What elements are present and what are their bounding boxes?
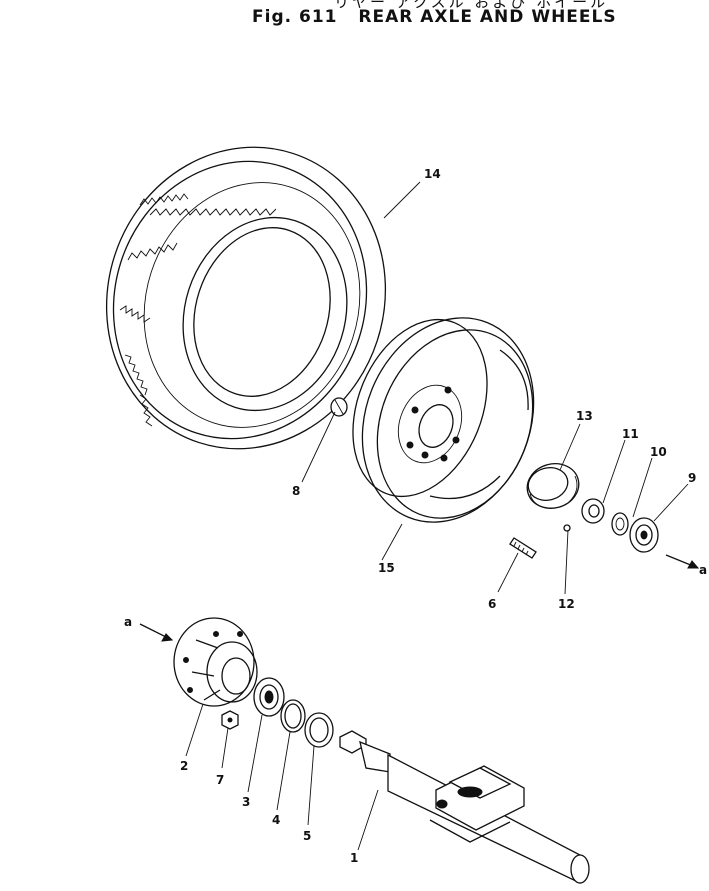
- hub-nut-part: [221, 710, 239, 730]
- fig-number: Fig. 611: [252, 7, 338, 27]
- fig-title-text: REAR AXLE AND WHEELS: [358, 7, 617, 27]
- seal-washer-part: [280, 699, 306, 733]
- japanese-title: リヤー アクスル および ホイール: [334, 0, 609, 11]
- stud-bolt-part: [509, 537, 537, 559]
- oil-seal-part: [304, 712, 334, 748]
- callout-13: 13: [576, 409, 593, 423]
- callout-3: 3: [242, 795, 250, 809]
- callout-11: 11: [622, 427, 639, 441]
- callout-12: 12: [558, 597, 575, 611]
- bearing-cup-part: [526, 463, 580, 509]
- tire-drawing: [105, 146, 387, 450]
- callout-9: 9: [688, 471, 696, 485]
- callout-7: 7: [216, 773, 224, 787]
- castle-nut-part: [581, 498, 605, 524]
- callout-14: 14: [424, 167, 441, 181]
- callout-5: 5: [303, 829, 311, 843]
- callout-8: 8: [292, 484, 300, 498]
- callout-4: 4: [272, 813, 280, 827]
- callout-2: 2: [180, 759, 188, 773]
- cotter-pin-part: [563, 524, 571, 532]
- valve-part: [330, 397, 348, 417]
- callout-1: 1: [350, 851, 358, 865]
- leader-lines: [139, 181, 700, 851]
- axle-drawing: [339, 730, 590, 885]
- callout-a-left: a: [124, 615, 132, 629]
- callout-a-right: a: [699, 563, 707, 577]
- washer-part: [611, 512, 629, 536]
- hub-drawing: [173, 617, 258, 707]
- callout-labels: 14 8 15 13 11 10 9 6 12 a a 2 7 3 4 5 1: [124, 167, 707, 865]
- inner-bearing-part: [253, 677, 285, 717]
- figure-title: Fig. 611 REAR AXLE AND WHEELS: [252, 7, 631, 27]
- wheel-rim-drawing: [352, 317, 535, 523]
- callout-10: 10: [650, 445, 667, 459]
- callout-15: 15: [378, 561, 395, 575]
- callout-6: 6: [488, 597, 496, 611]
- outer-bearing-part: [629, 517, 659, 553]
